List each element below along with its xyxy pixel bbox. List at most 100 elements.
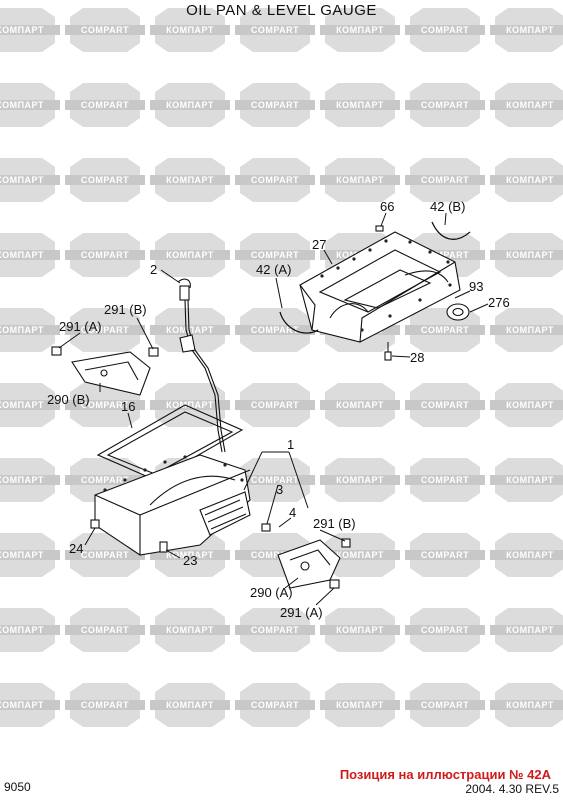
watermark-tile: COMPART [65,158,145,202]
watermark-tile: КОМПАРТ [150,233,230,277]
watermark-tile: COMPART [235,233,315,277]
callout-42b: 42 (B) [430,199,465,214]
watermark-tile: КОМПАРТ [490,608,563,652]
watermark-tile: COMPART [405,158,485,202]
seal-42a [279,311,319,334]
callouts: 66 42 (B) 27 42 (A) 2 93 276 291 (B) 291… [47,199,510,620]
watermark-tile: КОМПАРТ [490,383,563,427]
watermark-tile: КОМПАРТ [150,608,230,652]
callout-2: 2 [150,262,157,277]
watermark-tile: COMPART [405,233,485,277]
watermark-label: КОМПАРТ [506,700,554,710]
watermark-tile: COMPART [405,8,485,52]
gasket-16 [96,404,244,481]
watermark-label: КОМПАРТ [506,550,554,560]
watermark-tile: КОМПАРТ [320,458,400,502]
watermark-tile: COMPART [235,608,315,652]
watermark-label: КОМПАРТ [0,700,44,710]
watermark-tile: КОМПАРТ [0,233,60,277]
callout-290b: 290 (B) [47,392,90,407]
watermark-label: КОМПАРТ [336,175,384,185]
callout-4: 4 [289,505,296,520]
watermark-label: COMPART [421,625,469,635]
callout-290a: 290 (A) [250,585,293,600]
watermark-tile: COMPART [235,458,315,502]
watermark-label: КОМПАРТ [506,325,554,335]
watermark-tile: COMPART [235,83,315,127]
watermark-label: КОМПАРТ [0,625,44,635]
watermark-label: КОМПАРТ [336,100,384,110]
watermark-label: КОМПАРТ [336,700,384,710]
watermark-tile: COMPART [405,608,485,652]
watermark-label: COMPART [81,475,129,485]
watermark-label: COMPART [421,325,469,335]
watermark-tile: КОМПАРТ [490,308,563,352]
bracket-290b [51,346,159,396]
watermark-label: COMPART [251,625,299,635]
watermark-tile: КОМПАРТ [490,533,563,577]
callout-24: 24 [69,541,83,556]
watermark-label: COMPART [251,250,299,260]
oil-pan-upper [299,231,461,343]
watermark-tile: КОМПАРТ [320,83,400,127]
callout-66: 66 [380,199,394,214]
watermark-tile: КОМПАРТ [150,158,230,202]
plug-3 [261,523,271,532]
watermark-label: COMPART [81,400,129,410]
watermark-tile: КОМПАРТ [490,233,563,277]
watermark-label: КОМПАРТ [336,550,384,560]
watermark-label: КОМПАРТ [166,325,214,335]
watermark-label: COMPART [421,550,469,560]
bolt-28 [384,342,392,361]
watermark-label: COMPART [251,25,299,35]
watermark-label: КОМПАРТ [166,550,214,560]
watermark-tile: КОМПАРТ [0,8,60,52]
watermark-tile: COMPART [65,383,145,427]
watermark-tile: КОМПАРТ [150,683,230,727]
watermark-label: COMPART [251,325,299,335]
watermark-label: КОМПАРТ [0,400,44,410]
watermark-tile: COMPART [65,233,145,277]
revision-date: 2004. 4.30 REV.5 [465,782,559,796]
watermark-label: COMPART [421,250,469,260]
watermark-tile: COMPART [65,683,145,727]
watermark-tile: COMPART [405,83,485,127]
watermark-label: COMPART [81,25,129,35]
watermark-tile: COMPART [65,608,145,652]
watermark-label: COMPART [81,175,129,185]
watermark-label: КОМПАРТ [166,250,214,260]
bolt-23 [159,541,168,553]
watermark-label: COMPART [251,700,299,710]
watermark-tile: КОМПАРТ [320,683,400,727]
bolt-24 [90,519,100,529]
watermark-label: КОМПАРТ [166,700,214,710]
watermark-label: КОМПАРТ [336,625,384,635]
watermark-label: COMPART [251,550,299,560]
callout-28: 28 [410,350,424,365]
watermark-tile: КОМПАРТ [320,8,400,52]
level-gauge [177,278,226,453]
watermark-tile: COMPART [65,533,145,577]
illustration-note: Позиция на иллюстрации № 42A [339,767,551,782]
watermark-tile: КОМПАРТ [490,8,563,52]
oil-pan-lower [94,454,251,556]
watermark-tile: КОМПАРТ [150,383,230,427]
watermark-tile: COMPART [235,8,315,52]
watermark-tile: КОМПАРТ [150,8,230,52]
callout-3: 3 [276,482,283,497]
watermark-tile: COMPART [235,158,315,202]
watermark-label: КОМПАРТ [336,475,384,485]
watermark-label: КОМПАРТ [506,250,554,260]
watermark-label: COMPART [81,100,129,110]
watermark-tile: COMPART [405,308,485,352]
page-code: 9050 [4,780,31,794]
watermark-label: КОМПАРТ [0,250,44,260]
watermark-tile: КОМПАРТ [490,83,563,127]
watermark-tile: COMPART [65,8,145,52]
watermark-tile: COMPART [235,308,315,352]
watermark-label: COMPART [251,175,299,185]
watermark-tile: COMPART [405,458,485,502]
watermark-label: COMPART [81,250,129,260]
